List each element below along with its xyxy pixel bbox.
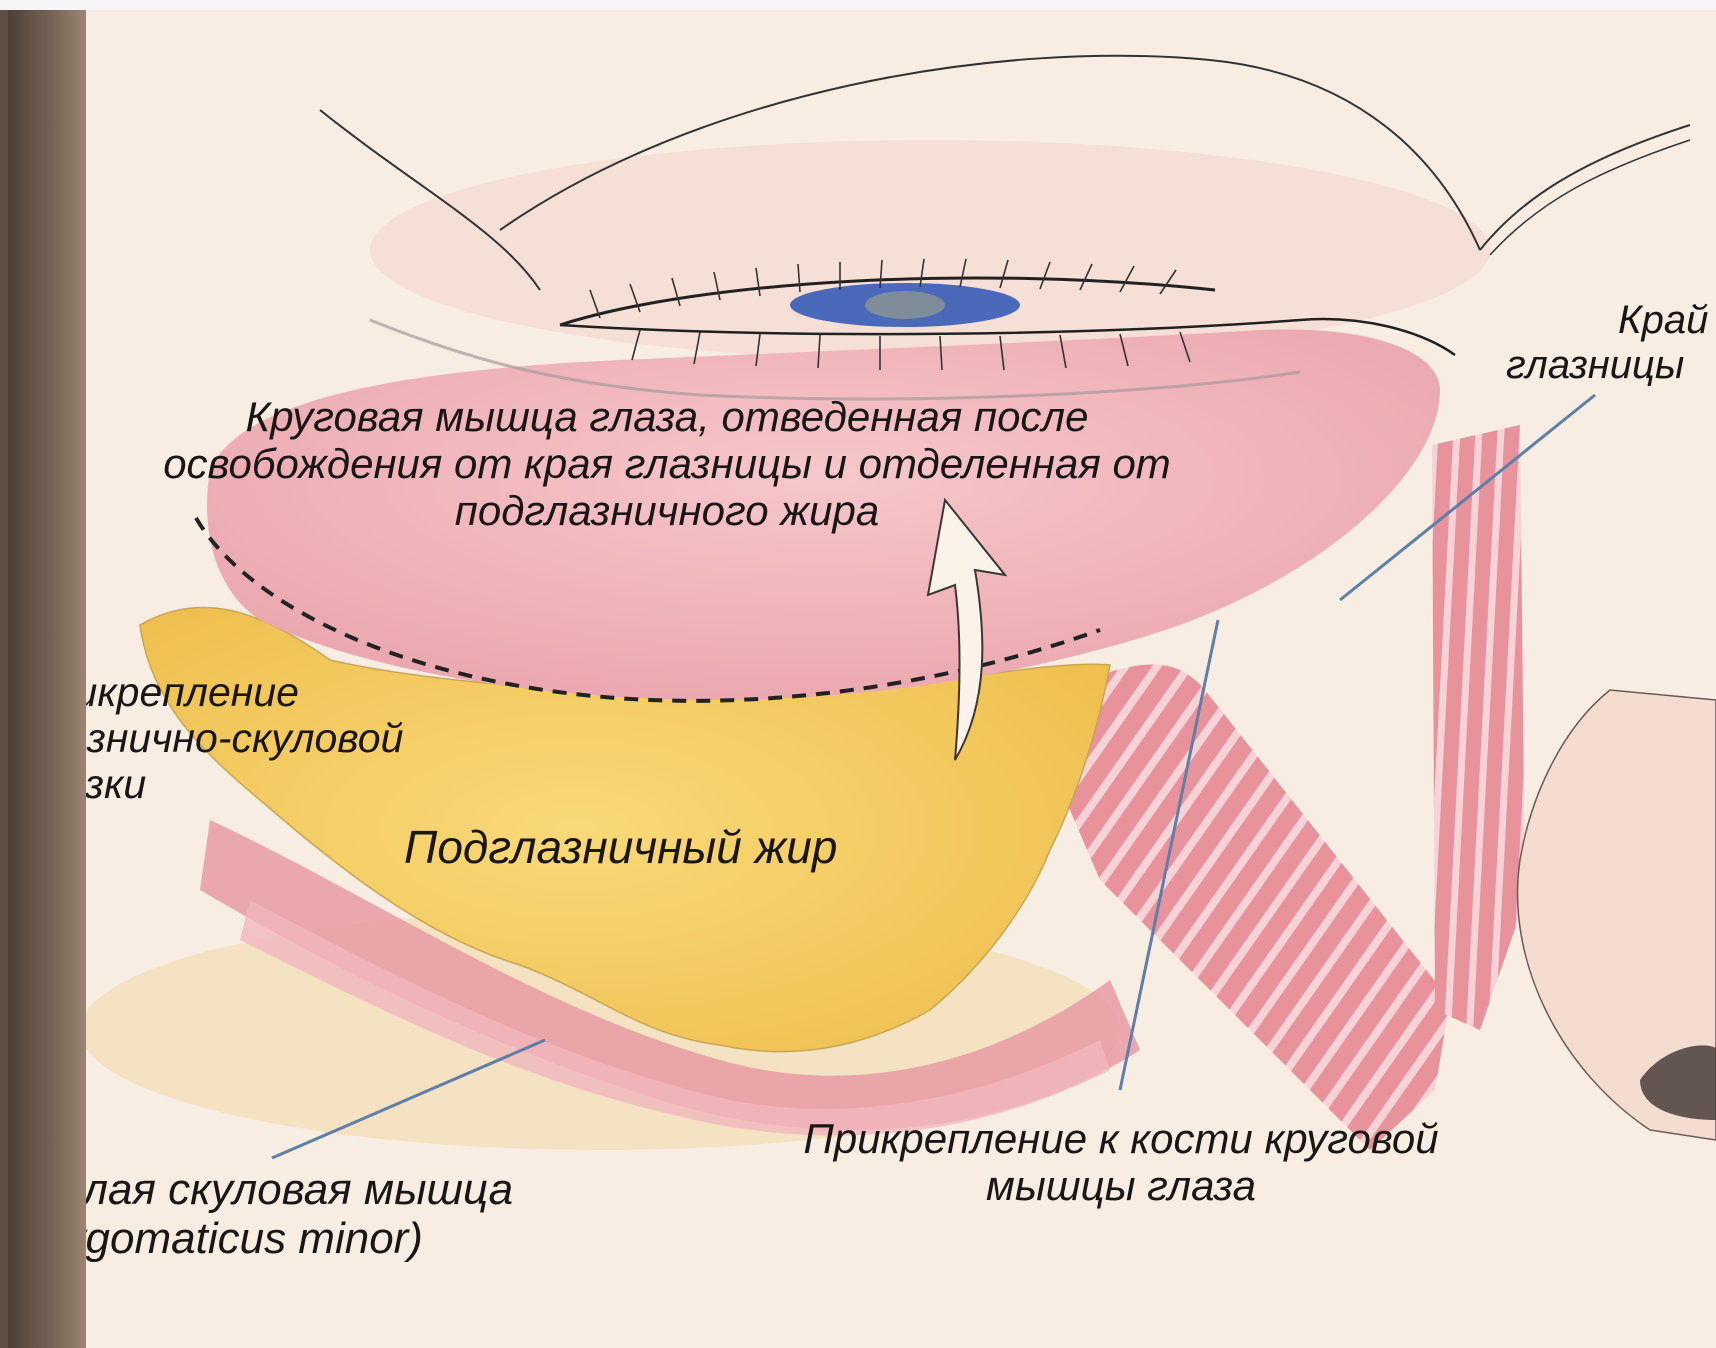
nasal-contour-2	[1490, 140, 1690, 255]
orbicularis-label-line-3: подглазничного жира	[86, 487, 1312, 534]
zygomaticus-label-line-2: (Zygomaticus minor)	[86, 1214, 513, 1263]
bone-attachment-label: Прикрепление к кости круговой мышцы глаз…	[746, 1115, 1496, 1209]
zygomaticus-label-line-1: Малая скуловая мышца	[86, 1165, 513, 1214]
page-top-strip	[0, 0, 1716, 10]
orbital-rim-label-line-1: Край	[1506, 298, 1708, 343]
zygomaticus-minor-label: Малая скуловая мышца (Zygomaticus minor)	[86, 1165, 513, 1264]
ligament-label-line-3: связки	[86, 762, 403, 808]
suborbital-fat-label: Подглазничный жир	[404, 822, 837, 874]
orbicularis-label-line-1: Круговая мышца глаза, отведенная после	[86, 393, 1312, 440]
ligament-label-line-1: Прикрепление	[86, 670, 403, 716]
book-binding-shadow	[8, 10, 86, 1348]
bone-attachment-label-line-2: мышцы глаза	[746, 1162, 1496, 1209]
orbicularis-label-line-2: освобождения от края глазницы и отделенн…	[86, 440, 1312, 487]
ligament-label-line-2: глазнично-скуловой	[86, 716, 403, 762]
orbital-rim-label: Край глазницы	[1506, 298, 1708, 388]
nasal-contour	[1480, 125, 1690, 250]
illustration-page: Круговая мышца глаза, отведенная после о…	[86, 10, 1716, 1348]
ligament-attachment-label: Прикрепление глазнично-скуловой связки	[86, 670, 403, 808]
orbital-rim-label-line-2: глазницы	[1506, 343, 1708, 388]
upper-lid-shadow	[370, 140, 1490, 360]
orbicularis-reflected-label: Круговая мышца глаза, отведенная после о…	[86, 393, 1312, 534]
bone-attachment-label-line-1: Прикрепление к кости круговой	[746, 1115, 1496, 1162]
diagonal-muscle-bundle	[1040, 665, 1450, 1150]
pupil	[865, 291, 945, 319]
